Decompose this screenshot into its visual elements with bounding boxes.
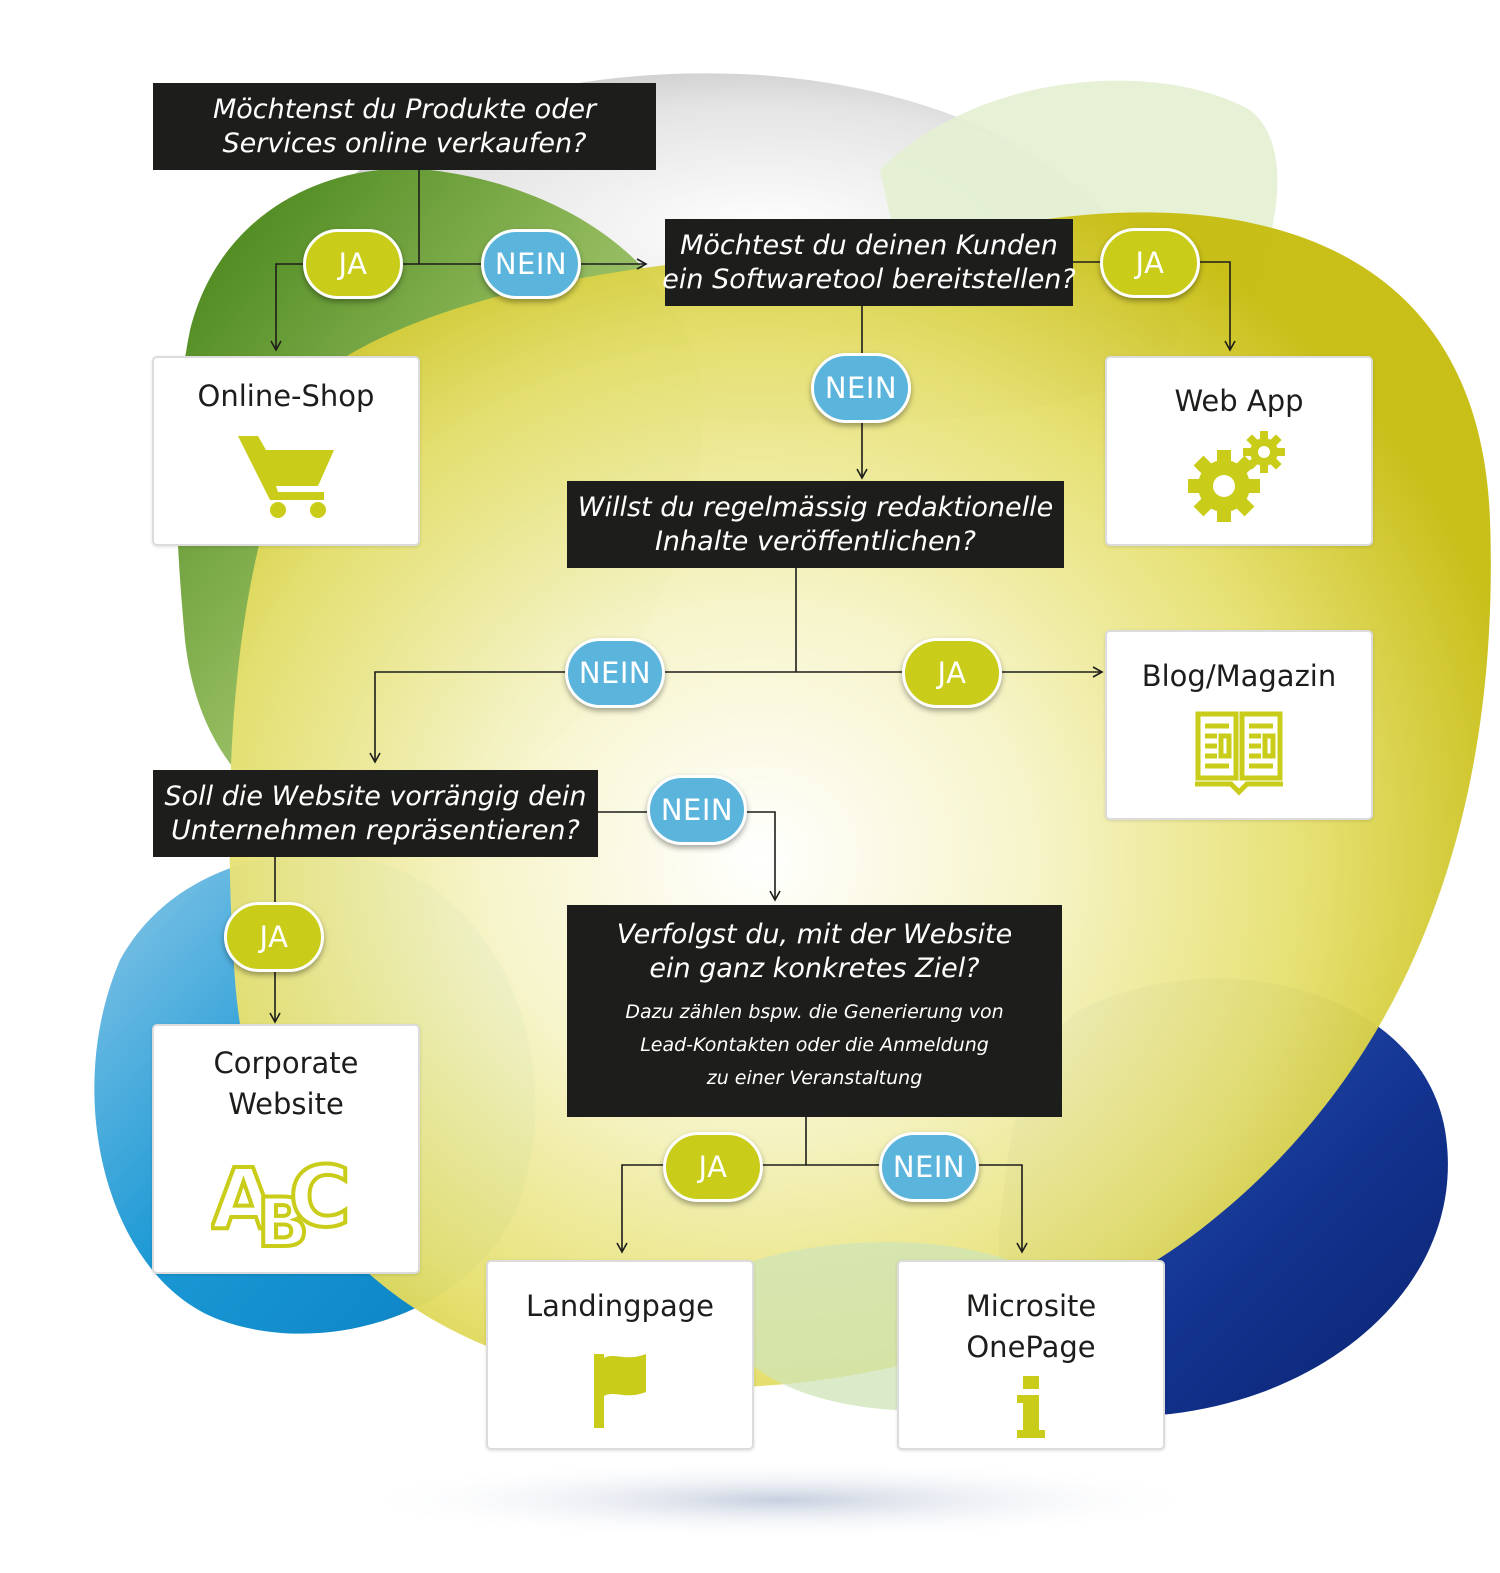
open-book-icon [1195, 711, 1283, 796]
answer-yes-pill: JA [663, 1132, 763, 1202]
answer-yes-pill: JA [902, 638, 1002, 708]
svg-text:B: B [257, 1184, 309, 1250]
result-title: Blog/Magazin [1141, 659, 1337, 693]
question-line: Möchtest du deinen Kunden [680, 229, 1058, 261]
question-note-line: zu einer Veranstaltung [706, 1067, 923, 1089]
answer-no-pill: NEIN [879, 1132, 979, 1202]
question-note-line: Lead-Kontakten oder die Anmeldung [640, 1034, 989, 1056]
answer-no-pill: NEIN [565, 638, 665, 708]
question-line: Möchtenst du Produkte oder [212, 93, 597, 125]
result-corporate-website: Corporate Website A B C [152, 1024, 420, 1274]
question-line: Willst du regelmässig redaktionelle [577, 491, 1054, 523]
question-line: Inhalte veröffentlichen? [654, 525, 977, 557]
answer-no-pill: NEIN [481, 229, 581, 299]
gears-icon [1188, 431, 1285, 522]
question-line: ein ganz konkretes Ziel? [649, 953, 980, 984]
answer-yes-pill: JA [224, 902, 324, 972]
question-concrete-goal: Verfolgst du, mit der Website ein ganz k… [567, 905, 1062, 1117]
question-line: Services online verkaufen? [222, 127, 587, 159]
question-sell-online: Möchtenst du Produkte oder Services onli… [153, 83, 656, 170]
answer-yes-pill: JA [1100, 228, 1200, 298]
info-icon [1017, 1376, 1045, 1438]
result-title: Website [228, 1087, 344, 1121]
result-title: Online-Shop [197, 379, 375, 413]
answer-yes-pill: JA [303, 229, 403, 299]
answer-no-pill: NEIN [647, 775, 747, 845]
result-title: Corporate [213, 1046, 359, 1080]
result-web-app: Web App [1105, 356, 1373, 546]
svg-text:C: C [289, 1150, 351, 1246]
result-blog-magazin: Blog/Magazin [1105, 630, 1373, 820]
question-represent-company: Soll die Website vorrängig dein Unterneh… [153, 770, 598, 857]
answer-no-pill: NEIN [811, 353, 911, 423]
question-line: Soll die Website vorrängig dein [164, 780, 587, 812]
shopping-cart-icon [238, 436, 334, 518]
abc-letters-icon: A B C [211, 1150, 353, 1250]
result-title: OnePage [966, 1330, 1096, 1364]
question-editorial-content: Willst du regelmässig redaktionelle Inha… [567, 481, 1064, 568]
result-title: Landingpage [526, 1289, 714, 1323]
result-title: Web App [1174, 384, 1304, 418]
result-microsite-onepage: Microsite OnePage [897, 1260, 1165, 1450]
question-line: ein Softwaretool bereitstellen? [662, 263, 1076, 295]
result-title: Microsite [965, 1289, 1097, 1323]
flag-icon [594, 1354, 646, 1428]
question-software-tool: Möchtest du deinen Kunden ein Softwareto… [662, 219, 1076, 306]
question-note-line: Dazu zählen bspw. die Generierung von [625, 1001, 1004, 1023]
result-landingpage: Landingpage [486, 1260, 754, 1450]
question-line: Verfolgst du, mit der Website [616, 919, 1013, 950]
question-line: Unternehmen repräsentieren? [171, 814, 580, 846]
result-online-shop: Online-Shop [152, 356, 420, 546]
svg-text:A: A [211, 1150, 276, 1248]
